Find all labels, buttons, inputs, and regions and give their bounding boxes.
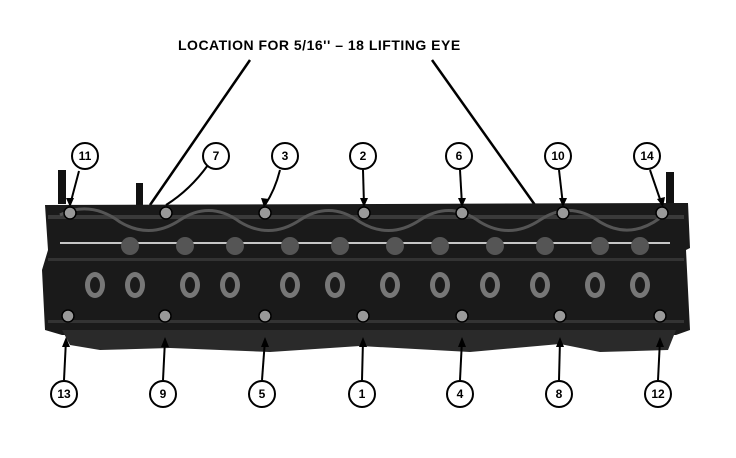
callout-6-label: 6	[456, 149, 463, 163]
lifting-eye-leader-left	[148, 59, 252, 206]
callout-13-label: 13	[57, 387, 71, 401]
bottom-callouts: 13 9 5 1 4 8	[50, 337, 672, 408]
callout-9: 9	[149, 337, 177, 408]
cylinder-head-body	[42, 203, 690, 352]
callout-7: 7	[165, 142, 230, 206]
lifting-eye-leader-right	[430, 59, 537, 206]
callout-2-label: 2	[360, 149, 367, 163]
callout-9-label: 9	[160, 387, 167, 401]
callout-4: 4	[446, 337, 474, 408]
bottom-bolt-row	[61, 309, 667, 323]
diagram-title: LOCATION FOR 5/16'' – 18 LIFTING EYE	[178, 37, 461, 53]
callout-12-label: 12	[651, 387, 665, 401]
callout-8: 8	[545, 337, 573, 408]
callout-3: 3	[261, 142, 299, 207]
callout-12: 12	[644, 337, 672, 408]
end-stud-left	[58, 170, 66, 204]
callout-6: 6	[445, 142, 473, 207]
top-callouts: 11 7 3 2 6 10	[66, 142, 665, 207]
callout-7-label: 7	[213, 149, 220, 163]
lifting-eye-stud-left	[136, 183, 143, 205]
callout-11-label: 11	[79, 149, 92, 163]
callout-13: 13	[50, 337, 78, 408]
callout-3-label: 3	[282, 149, 289, 163]
callout-1-label: 1	[359, 387, 366, 401]
callout-5-label: 5	[259, 387, 266, 401]
end-stud-right	[666, 172, 674, 204]
callout-8-label: 8	[556, 387, 563, 401]
callout-10-label: 10	[551, 149, 565, 163]
callout-1: 1	[348, 337, 376, 408]
callout-14: 14	[633, 142, 665, 207]
callout-11: 11	[66, 142, 99, 207]
callout-2: 2	[349, 142, 377, 207]
callout-14-label: 14	[640, 149, 654, 163]
callout-4-label: 4	[457, 387, 464, 401]
callout-5: 5	[248, 337, 276, 408]
callout-10: 10	[544, 142, 572, 207]
